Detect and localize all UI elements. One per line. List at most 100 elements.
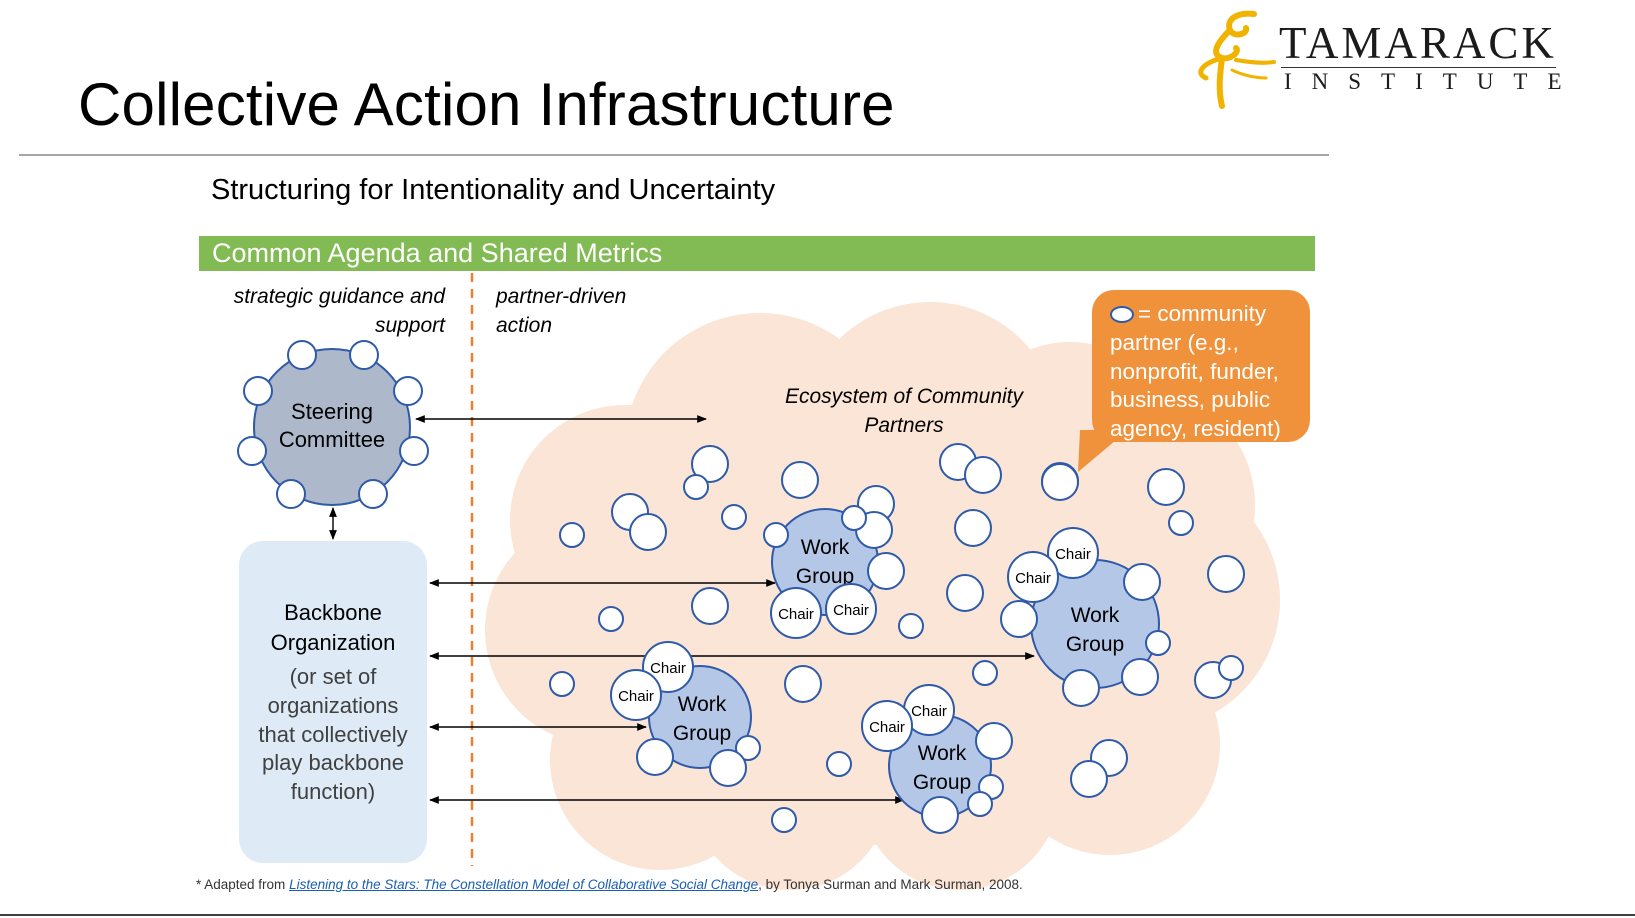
footnote-suffix: , by Tonya Surman and Mark Surman, 2008. [758, 877, 1023, 892]
legend-text: = community partner (e.g., nonprofit, fu… [1110, 300, 1305, 444]
partner-circle [954, 509, 992, 547]
partner-swatch-icon [1110, 306, 1134, 323]
partner-circle [691, 587, 729, 625]
partner-circle [781, 461, 819, 499]
partner-circle [243, 376, 273, 406]
logo-sub: INSTITUTE [1284, 69, 1582, 94]
partner-circle [683, 474, 709, 500]
partner-circle [1000, 600, 1038, 638]
partner-circle [276, 479, 306, 509]
partner-circle [1207, 555, 1245, 593]
chair-circle: Chair [1047, 527, 1099, 579]
partner-circle [867, 552, 905, 590]
partner-circle [1147, 468, 1185, 506]
footer-rule [0, 914, 1635, 916]
right-column-heading-1: partner-driven [495, 285, 626, 308]
partner-circle [826, 751, 852, 777]
chair-label: Chair [650, 660, 686, 677]
legend-callout [1078, 290, 1310, 472]
chair-circle: Chair [825, 583, 877, 635]
backbone-organization: Backbone Organization (or set of organiz… [239, 541, 427, 863]
work-group-label: Group [913, 771, 971, 794]
backbone-note-3: that collectively [258, 722, 407, 747]
partner-circle [1168, 510, 1194, 536]
backbone-note-1: (or set of [290, 664, 378, 689]
partner-circle [1041, 463, 1079, 501]
logo-name: TAMARACK [1279, 18, 1557, 68]
partner-circle [771, 807, 797, 833]
partner-circle [636, 738, 674, 776]
partner-circle [393, 376, 423, 406]
backbone-label-2: Organization [271, 630, 396, 655]
steering-committee-label-1: Steering [291, 399, 373, 424]
partner-circle [967, 791, 993, 817]
partner-circle [709, 749, 747, 787]
backbone-note-2: organizations [268, 693, 399, 718]
work-group-label: Group [673, 722, 731, 745]
work-group-label: Work [678, 693, 727, 716]
slide-title: Collective Action Infrastructure [78, 71, 895, 138]
partner-circle [358, 479, 388, 509]
steering-committee-label-2: Committee [279, 427, 385, 452]
citation-link[interactable]: Listening to the Stars: The Constellatio… [289, 877, 759, 892]
partner-circle [1145, 630, 1171, 656]
chair-label: Chair [911, 703, 947, 720]
work-group-label: Group [1066, 633, 1124, 656]
partner-circle [964, 456, 1002, 494]
steering-committee: Steering Committee [253, 348, 411, 506]
chair-circle: Chair [610, 669, 662, 721]
partner-circle [559, 522, 585, 548]
partner-circle [1218, 655, 1244, 681]
slide-subtitle: Structuring for Intentionality and Uncer… [211, 174, 776, 206]
chair-label: Chair [618, 688, 654, 705]
legend-text-first: = community [1138, 301, 1267, 326]
chair-circle: Chair [1007, 551, 1059, 603]
partner-circle [784, 665, 822, 703]
common-agenda-banner: Common Agenda and Shared Metrics [199, 236, 1315, 271]
tamarack-logo-mark-icon [1198, 10, 1276, 109]
partner-circle [763, 522, 789, 548]
partner-circle [841, 505, 867, 531]
partner-circle [287, 340, 317, 370]
chair-label: Chair [778, 606, 814, 623]
partner-circle [721, 504, 747, 530]
partner-circle [237, 436, 267, 466]
partner-circle [735, 735, 761, 761]
partner-circle [946, 574, 984, 612]
work-group: Work Group [888, 714, 992, 818]
chair-label: Chair [869, 719, 905, 736]
backbone-note-5: function) [291, 779, 375, 804]
work-group-label: Work [1071, 604, 1120, 627]
footnote: * Adapted from Listening to the Stars: T… [196, 877, 1023, 892]
logo-rule [1281, 67, 1556, 68]
partner-circle [898, 613, 924, 639]
partner-circle [921, 796, 959, 834]
work-group-label: Work [918, 742, 967, 765]
partner-circle [598, 606, 624, 632]
partner-circle [1123, 563, 1161, 601]
left-column-heading-2: support [375, 314, 446, 337]
backbone-label-1: Backbone [284, 600, 382, 625]
partner-circle [972, 660, 998, 686]
work-group-label: Work [801, 536, 850, 559]
partner-circle [975, 722, 1013, 760]
partner-circle [399, 436, 429, 466]
ecosystem-label-2: Partners [864, 414, 944, 437]
partner-circle [1062, 669, 1100, 707]
chair-label: Chair [833, 602, 869, 619]
partner-circle [349, 340, 379, 370]
partner-circle [1121, 658, 1159, 696]
partner-circle [691, 445, 729, 483]
work-group-label: Group [796, 565, 854, 588]
title-divider [19, 154, 1329, 156]
partner-circle [549, 671, 575, 697]
partner-circle [1070, 760, 1108, 798]
chair-circle: Chair [770, 587, 822, 639]
footnote-prefix: * Adapted from [196, 877, 290, 892]
chair-circle: Chair [861, 700, 913, 752]
partner-circle [629, 513, 667, 551]
chair-label: Chair [1015, 570, 1051, 587]
legend-text-rest: partner (e.g., nonprofit, funder, busine… [1110, 329, 1281, 442]
